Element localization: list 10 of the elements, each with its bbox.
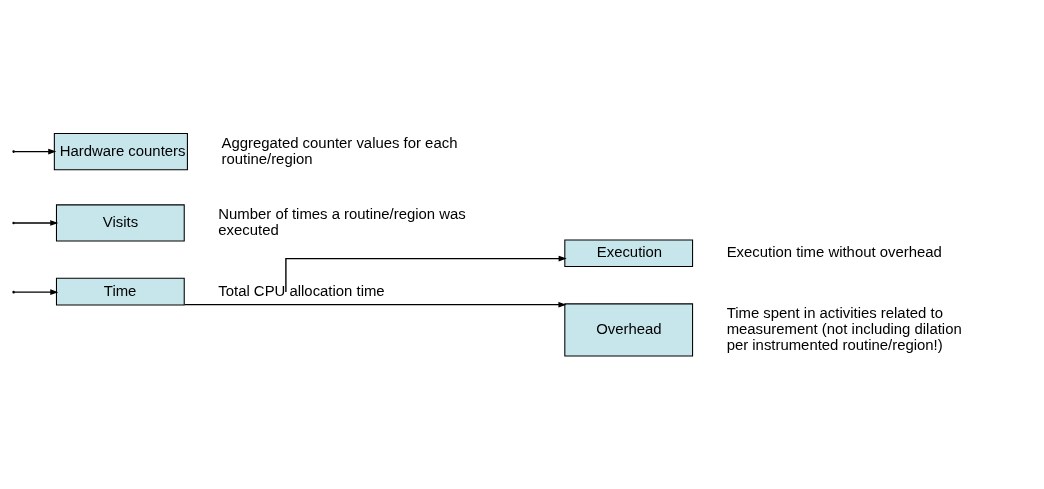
node-label: Total CPU allocation time (218, 282, 385, 299)
arrow (285, 255, 567, 293)
node-label: Time spent in activities related to measurement (not including dilation per instrumented routine/region!) (726, 304, 962, 353)
arrow (14, 220, 59, 226)
node-label: Aggregated counter values for each routine/region (221, 134, 458, 167)
arrow (14, 289, 59, 295)
node-label: Execution time without overhead (726, 244, 942, 261)
arrow (14, 148, 57, 155)
node-label: Number of times a routine/region was executed (218, 205, 466, 238)
arrow (184, 301, 567, 308)
